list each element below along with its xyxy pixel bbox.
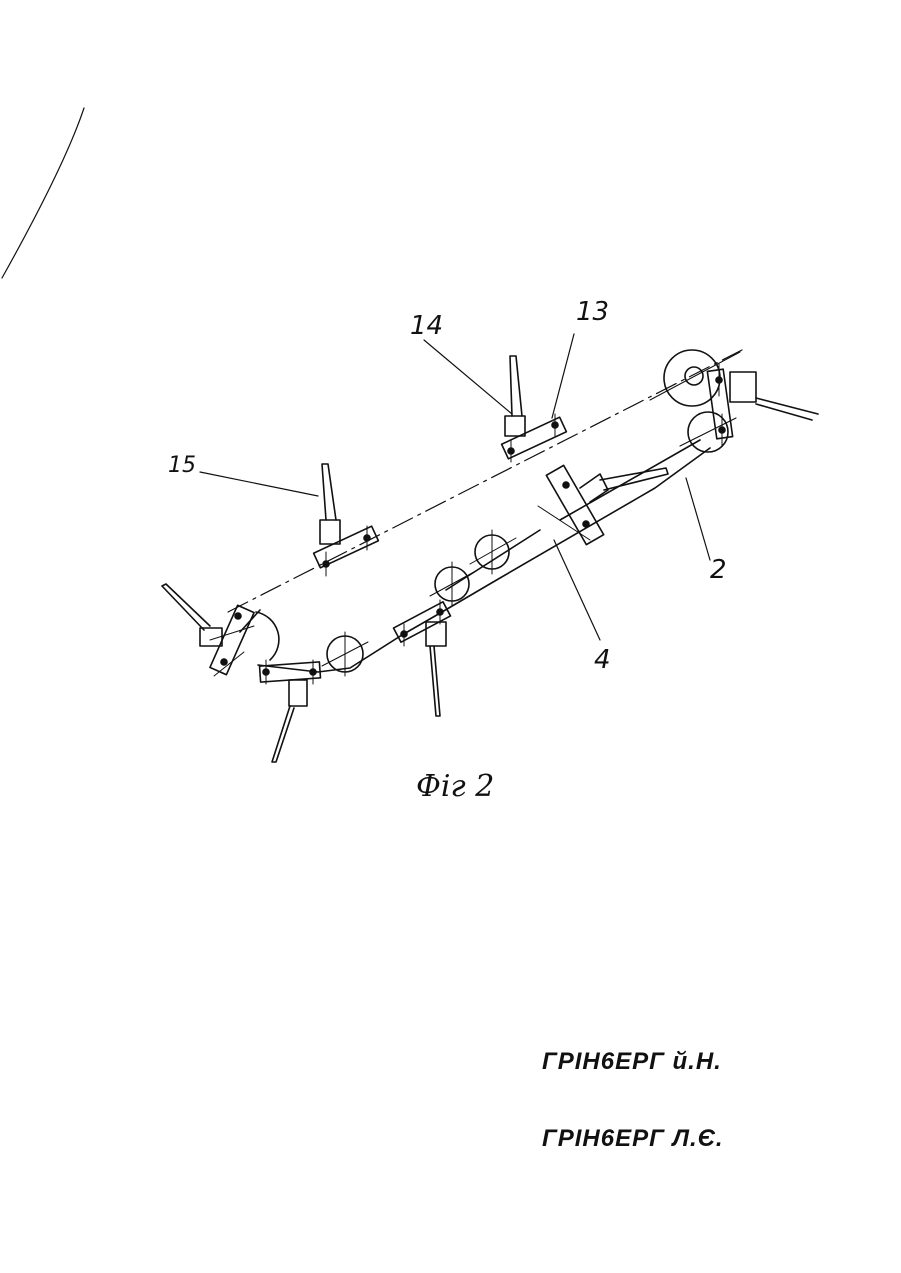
callout-15: 15 xyxy=(168,453,196,478)
author-name-2: ГРІН6ЕРГ Л.Є. xyxy=(542,1125,724,1153)
middle-attachment-15 xyxy=(314,464,379,576)
lower-left-attachment xyxy=(260,660,321,762)
left-return-wheel xyxy=(162,584,279,676)
upper-attachment-13 xyxy=(502,356,567,462)
author-name-1: ГРІН6ЕРГ й.Н. xyxy=(542,1048,722,1076)
figure-caption: Фіг 2 xyxy=(416,769,494,804)
callout-14: 14 xyxy=(410,311,443,341)
leader-2 xyxy=(686,478,710,560)
support-roller-3 xyxy=(322,632,368,676)
right-end-bracket xyxy=(707,364,818,446)
inner-belt-line xyxy=(240,440,700,632)
leader-15 xyxy=(200,472,318,496)
leader-13 xyxy=(552,334,574,418)
callout-4: 4 xyxy=(594,645,611,675)
scan-edge-line xyxy=(2,108,84,278)
support-roller-2 xyxy=(430,562,474,606)
leader-14 xyxy=(424,340,512,414)
support-roller-1 xyxy=(470,530,516,574)
callout-2: 2 xyxy=(710,555,727,585)
callout-13: 13 xyxy=(576,297,609,327)
lower-attachment xyxy=(394,600,451,716)
belt-attachment-4 xyxy=(538,465,668,544)
leader-4 xyxy=(554,540,600,640)
